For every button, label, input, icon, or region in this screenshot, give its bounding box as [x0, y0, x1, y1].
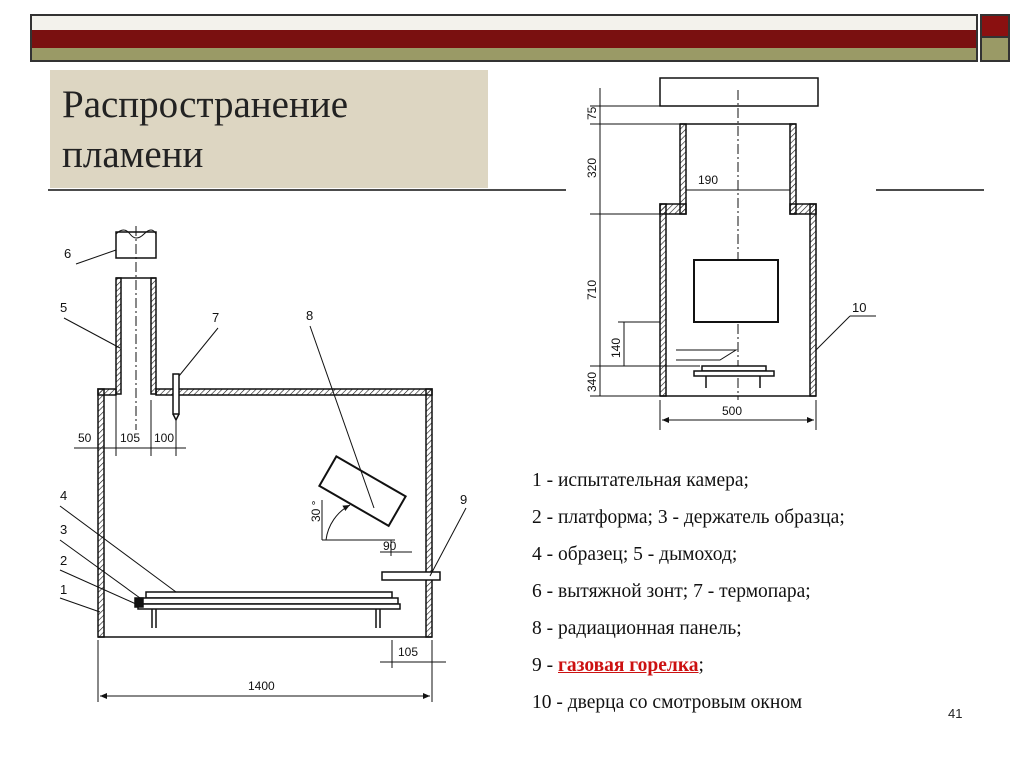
label-5: 5	[60, 300, 67, 315]
legend-list: 1 - испытательная камера; 2 - платформа;…	[532, 462, 992, 721]
label-6: 6	[64, 246, 71, 261]
dim-overall-length: 1400	[248, 679, 275, 693]
dim-chimney-width: 190	[698, 173, 718, 187]
dim-chimney-height: 320	[585, 158, 599, 178]
label-4: 4	[60, 488, 67, 503]
legend-item: 1 - испытательная камера;	[532, 470, 749, 491]
dim-chamber-width: 500	[722, 404, 742, 418]
dim-wall: 50	[78, 431, 92, 445]
dim-thermocouple-offset: 100	[154, 431, 174, 445]
side-view	[59, 226, 467, 702]
label-3: 3	[60, 522, 67, 537]
title-background	[50, 70, 488, 188]
page-number: 41	[948, 706, 963, 721]
header-band-red-stripe	[32, 30, 976, 48]
legend-item: 6 - вытяжной зонт; 7 - термопара;	[532, 581, 811, 602]
label-2: 2	[60, 553, 67, 568]
dim-base-height: 340	[585, 372, 599, 392]
legend-highlight: газовая горелка	[558, 655, 699, 676]
dim-hood-gap: 75	[585, 106, 599, 120]
header-band-olive-stripe	[32, 48, 976, 60]
dim-panel-angle: 30 °	[309, 500, 323, 522]
dim-chamber-height: 710	[585, 280, 599, 300]
dim-panel-offset: 90	[383, 539, 397, 553]
label-1: 1	[60, 582, 67, 597]
legend-item: 2 - платформа; 3 - держатель образца;	[532, 507, 845, 528]
label-7: 7	[212, 310, 219, 325]
legend-item: 9 - газовая горелка;	[532, 655, 704, 676]
label-9: 9	[460, 492, 467, 507]
corner-square-red	[980, 14, 1010, 38]
header-band	[30, 14, 978, 62]
legend-item: 8 - радиационная панель;	[532, 618, 742, 639]
corner-square-olive	[980, 38, 1010, 62]
slide-title: Распространение пламени	[62, 83, 349, 176]
label-8: 8	[306, 308, 313, 323]
legend-item: 4 - образец; 5 - дымоход;	[532, 544, 738, 565]
dim-door-bottom: 140	[609, 338, 623, 358]
dim-burner-offset: 105	[398, 645, 418, 659]
legend-item: 10 - дверца со смотровым окном	[532, 692, 803, 713]
dim-chimney-width: 105	[120, 431, 140, 445]
label-10: 10	[852, 300, 866, 315]
front-view	[590, 77, 876, 430]
